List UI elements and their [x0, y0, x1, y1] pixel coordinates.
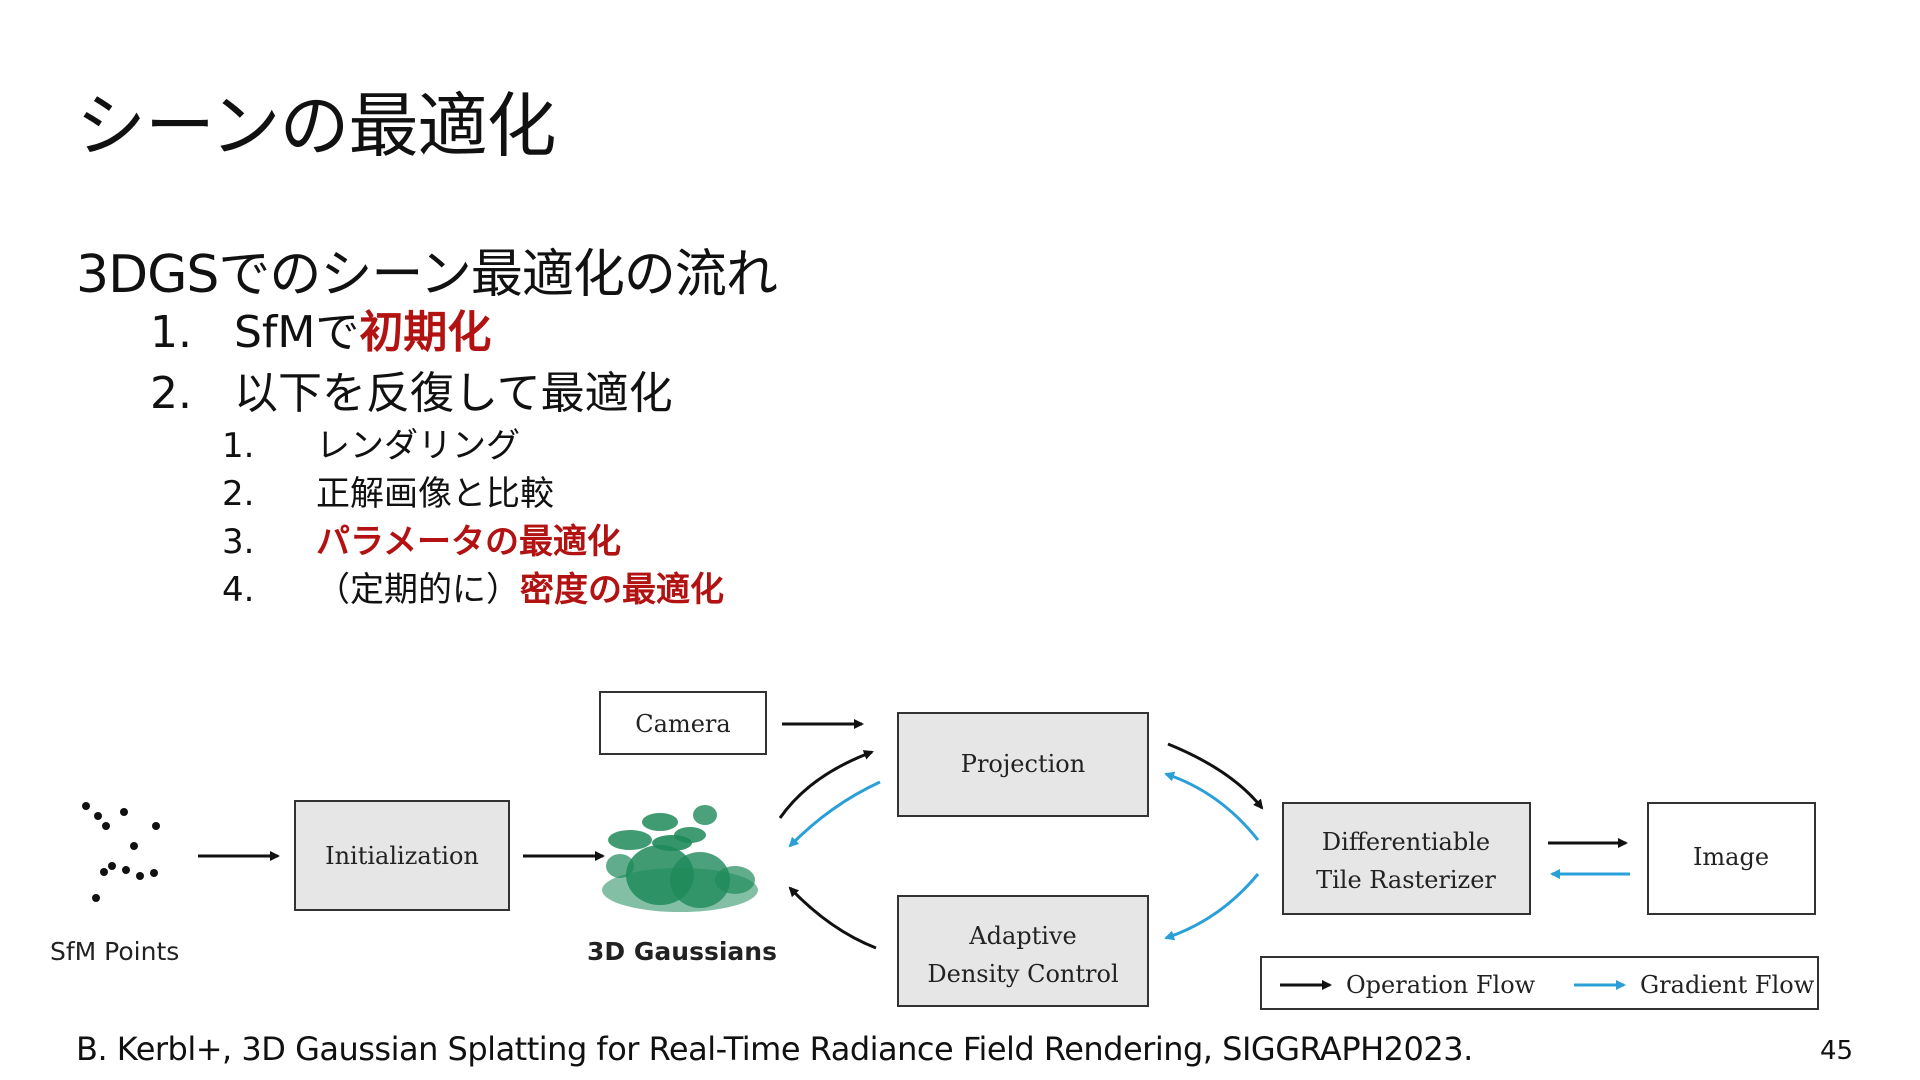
list-item: 2. 正解画像と比較 [222, 470, 724, 518]
legend-box [1260, 956, 1819, 1010]
substep-text: 正解画像と比較 [316, 474, 554, 514]
list-item: 3. パラメータの最適化 [222, 518, 724, 566]
projection-label: Projection [961, 750, 1085, 778]
slide-subtitle: 3DGSでのシーン最適化の流れ [76, 245, 778, 305]
substep-number: 1. [222, 426, 255, 466]
gradient-arrow-to-density [1164, 873, 1260, 941]
adaptive-density-box [897, 895, 1149, 1007]
legend-operation-label: Operation Flow [1346, 971, 1536, 999]
projection-box [897, 712, 1149, 817]
rasterizer-label-line1: Differentiable [1322, 828, 1490, 856]
initialization-box [294, 800, 510, 911]
camera-box [599, 691, 767, 755]
step-text: SfMで [234, 307, 360, 358]
step-number: 2. [150, 368, 192, 419]
arrow-density-to-gaussians [788, 886, 877, 950]
substep-highlight: 密度の最適化 [520, 570, 724, 610]
slide-title: シーンの最適化 [76, 85, 556, 167]
list-item: 2. 以下を反復して最適化 [150, 363, 673, 424]
camera-label: Camera [635, 710, 730, 738]
list-item: 1. レンダリング [222, 422, 724, 470]
gradient-arrow-to-projection [1164, 771, 1260, 841]
substep-text: （定期的に） [316, 570, 520, 610]
arrow-gaussians-to-projection [778, 750, 874, 819]
initialization-label: Initialization [325, 842, 479, 870]
image-label: Image [1693, 843, 1769, 871]
sfm-points-label: SfM Points [50, 937, 179, 966]
step-text: 以下を反復して最適化 [234, 368, 673, 419]
list-item: 1. SfMで初期化 [150, 302, 673, 363]
page-number: 45 [1820, 1036, 1854, 1066]
substep-text: レンダリング [316, 426, 520, 466]
pipeline-diagram: SfM Points Initialization 3D Gaussians C… [50, 691, 1819, 1010]
gaussians-icon [602, 805, 758, 912]
citation: B. Kerbl+, 3D Gaussian Splatting for Rea… [76, 1030, 1473, 1068]
image-box [1647, 802, 1816, 915]
adaptive-label-line2: Density Control [927, 960, 1118, 988]
rasterizer-label-line2: Tile Rasterizer [1316, 866, 1496, 894]
legend-gradient-label: Gradient Flow [1640, 971, 1815, 999]
substep-list: 1. レンダリング 2. 正解画像と比較 3. パラメータの最適化 4. （定期… [222, 422, 724, 614]
rasterizer-box [1282, 802, 1531, 915]
substep-highlight: パラメータの最適化 [316, 522, 621, 562]
arrow-projection-to-rasterizer [1167, 742, 1264, 810]
gradient-arrow-to-gaussians [788, 780, 881, 848]
adaptive-label-line1: Adaptive [968, 922, 1076, 950]
list-item: 4. （定期的に）密度の最適化 [222, 566, 724, 614]
sfm-points-icon [82, 802, 160, 902]
step-highlight: 初期化 [359, 307, 492, 358]
substep-number: 2. [222, 474, 255, 514]
flow-legend: Operation Flow Gradient Flow [1260, 956, 1819, 1010]
step-number: 1. [150, 307, 192, 358]
step-list: 1. SfMで初期化 2. 以下を反復して最適化 [150, 302, 673, 424]
substep-number: 4. [222, 570, 255, 610]
substep-number: 3. [222, 522, 255, 562]
gaussians-label: 3D Gaussians [587, 937, 777, 966]
